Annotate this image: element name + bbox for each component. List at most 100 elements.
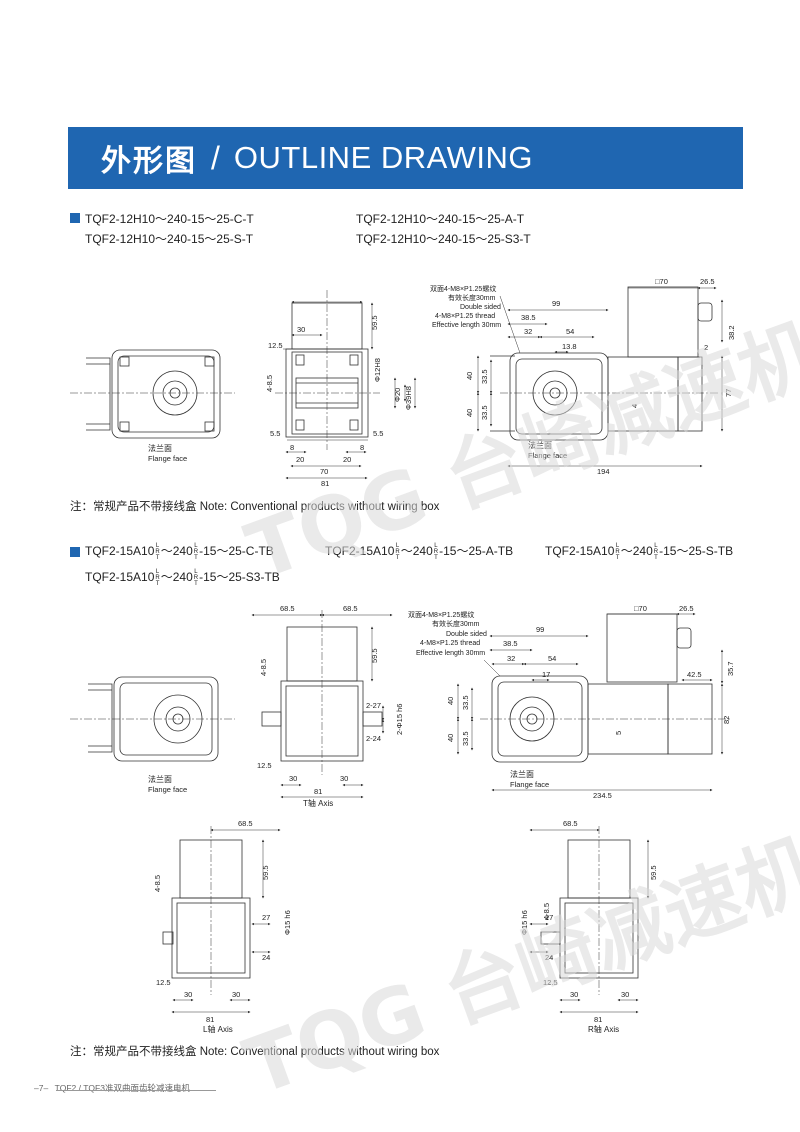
dim-label: 2-Φ15 h6: [395, 704, 404, 735]
dim-label: 81: [594, 1015, 602, 1024]
dim-label: 68.5: [563, 819, 578, 828]
model-name: TQF2-12H10～240-15～25-S-T: [85, 232, 254, 246]
dim-label: 30: [621, 990, 629, 999]
drawing-2-side-view: [261, 610, 383, 775]
dim-label: 70: [320, 467, 328, 476]
dim-label: 12.5: [156, 978, 171, 987]
dim-label: 30: [570, 990, 578, 999]
dim-label: 有效长度30mm: [448, 293, 496, 302]
dim-label: 81: [314, 787, 322, 796]
dim-label: 12.5: [257, 761, 272, 770]
dim-label: 17: [542, 670, 550, 679]
drawing-1-front-view: [490, 286, 720, 441]
drawing-2-left-partial: [70, 676, 235, 762]
dim-label: 81: [206, 1015, 214, 1024]
dim-label: 27: [262, 913, 270, 922]
dim-label: 4-M8×P1.25 thread: [435, 313, 495, 320]
dim-label: 40: [465, 409, 474, 417]
banner-title-cn: 外形图: [101, 144, 197, 179]
dim-label: 30: [297, 325, 305, 334]
dim-label: R轴 Axis: [588, 1024, 619, 1034]
dim-label: 24: [262, 953, 270, 962]
dim-label: 30: [289, 774, 297, 783]
dim-label: Φ15 h6: [520, 910, 529, 935]
watermark-logo: TQG 台崎减速机: [236, 308, 800, 598]
dim-label: 68.5: [343, 604, 358, 613]
bullet-square: [70, 213, 80, 223]
flange-label-en: Flange face: [148, 454, 187, 463]
dim-label: 234.5: [593, 791, 612, 800]
dim-label: 32: [507, 654, 515, 663]
dim-label: Flange face: [528, 451, 567, 460]
watermark-logo: TQG 台崎减速机: [234, 823, 800, 1113]
dim-label: 35.7: [726, 661, 735, 676]
dim-label: Double sided: [446, 631, 487, 638]
dim-label: 27: [545, 913, 553, 922]
dim-label: 2: [704, 343, 708, 352]
drawing-3-l-axis: [162, 826, 251, 995]
dim-label: 5.5: [270, 429, 280, 438]
dim-label: 24: [545, 953, 553, 962]
dim-label: Effective length 30mm: [432, 322, 501, 329]
model-name: TQF2-12H10～240-15～25-S3-T: [356, 232, 531, 246]
dim-label: 8: [290, 443, 294, 452]
dim-label: 法兰面: [528, 440, 552, 450]
dim-label: Double sided: [460, 304, 501, 311]
bullet-square: [70, 547, 80, 557]
dim-label: Φ15 h6: [283, 910, 292, 935]
page-footer: –7– TQF2 / TQF3准双曲面齿轮减速电机: [34, 1082, 190, 1094]
dim-label: 59.5: [649, 865, 658, 880]
dim-label: 42.5: [687, 670, 702, 679]
dim-label: 有效长度30mm: [432, 619, 480, 628]
dim-label: 54: [566, 327, 574, 336]
dim-label: 12.5: [543, 978, 558, 987]
dim-label: 77: [724, 389, 733, 397]
dim-label: 法兰面: [148, 774, 172, 784]
dim-label: 20: [296, 455, 304, 464]
drawing-1-left-partial: [70, 349, 235, 439]
dim-label: 54: [548, 654, 556, 663]
dim-label: 4-M8×P1.25 thread: [420, 640, 480, 647]
dim-label: 33.5: [480, 369, 489, 384]
dim-label: 68.5: [280, 604, 295, 613]
dim-label: Flange face: [148, 785, 187, 794]
section-banner: 外形图 / OUTLINE DRAWING: [68, 127, 743, 189]
dim-label: Φ12H8: [373, 358, 382, 382]
dim-label: 38.5: [521, 313, 536, 322]
dim-label: 82: [722, 716, 731, 724]
dim-label: 32: [524, 327, 532, 336]
dim-label: 38.2: [727, 325, 736, 340]
dim-label: 法兰面: [510, 769, 534, 779]
dim-label: 30: [340, 774, 348, 783]
note-text: 注：常规产品不带接线盒 Note: Conventional products …: [70, 1046, 440, 1058]
dim-label: □70: [655, 277, 668, 286]
dim-label: 40: [446, 734, 455, 742]
dim-label: 8: [360, 443, 364, 452]
flange-label-cn: 法兰面: [148, 443, 172, 453]
dim-label: 2-27: [366, 701, 381, 710]
dim-label: 4-8.5: [265, 375, 274, 392]
dim-label: 38.5: [503, 639, 518, 648]
dim-label: 99: [536, 625, 544, 634]
drawing-1-side-view: [275, 290, 380, 450]
page-number: –7–: [34, 1083, 49, 1093]
footer-text: TQF2 / TQF3准双曲面齿轮减速电机: [54, 1083, 190, 1093]
dim-label: 双面4-M8×P1.25螺纹: [430, 284, 496, 293]
dim-label: 双面4-M8×P1.25螺纹: [408, 610, 474, 619]
dim-label: 33.5: [461, 695, 470, 710]
dim-label: 4-8.5: [259, 659, 268, 676]
dim-label: L轴 Axis: [203, 1024, 233, 1034]
dim-label: 59.5: [370, 648, 379, 663]
dim-label: 40: [446, 697, 455, 705]
drawing-2-front-view: [480, 613, 730, 763]
dim-label: Φ39H8: [404, 386, 413, 410]
dim-label: Effective length 30mm: [416, 650, 485, 657]
dim-label: 81: [321, 479, 329, 488]
dim-label: 99: [552, 299, 560, 308]
dim-label: Flange face: [510, 780, 549, 789]
dim-label: 30: [184, 990, 192, 999]
dim-label: 4-8.5: [153, 875, 162, 892]
